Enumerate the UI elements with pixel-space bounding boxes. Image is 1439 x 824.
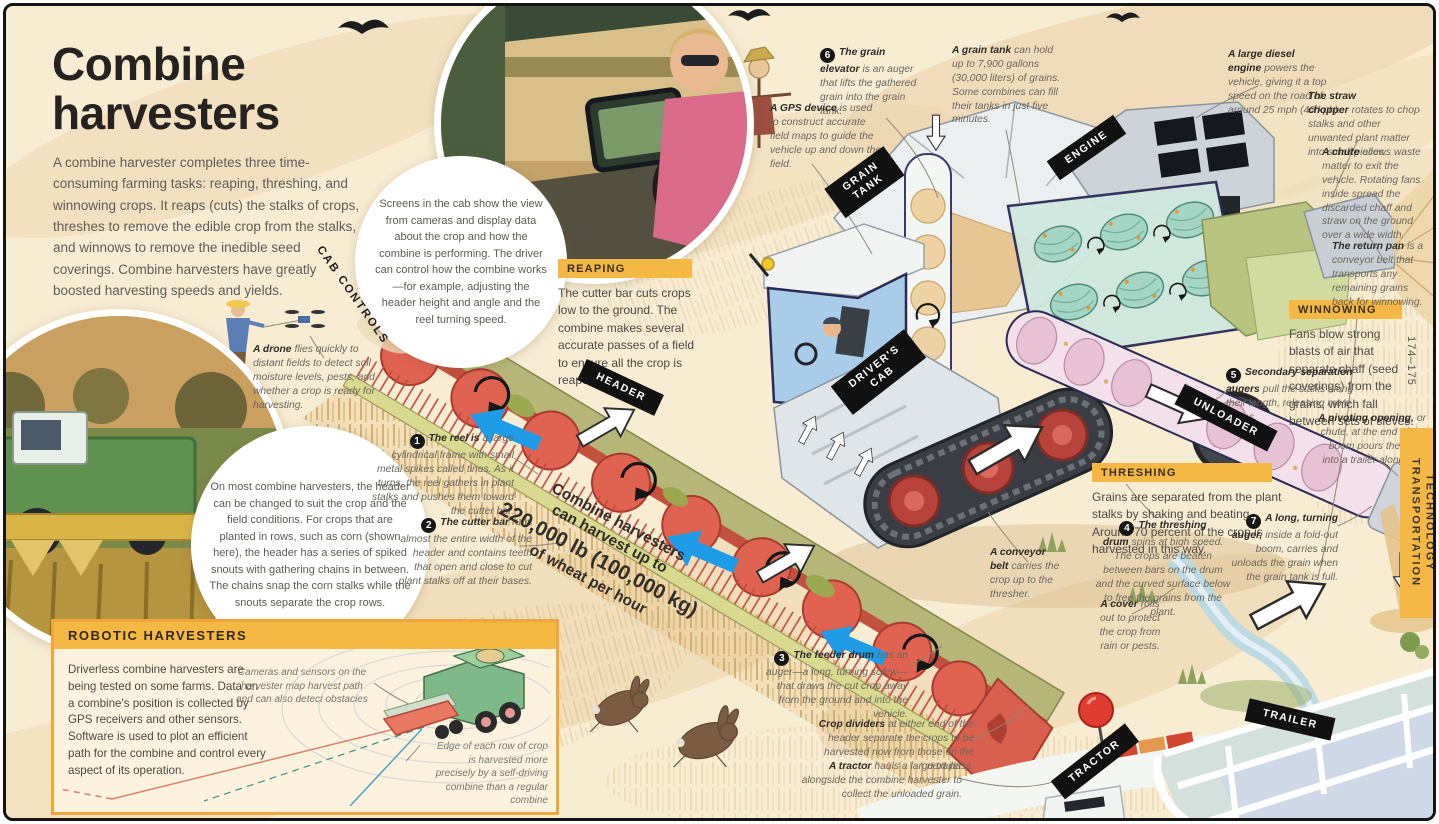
- section-tab: TRANSPORTATION TECHNOLOGY: [1400, 428, 1436, 618]
- robotic-harvesters-box: ROBOTIC HARVESTERS Driverless combine ha…: [51, 619, 559, 815]
- callout-lead: The threshing drum: [1102, 520, 1207, 549]
- section-threshing: THRESHING Grains are separated from the …: [1092, 463, 1284, 559]
- section-threshing-title: THRESHING: [1092, 463, 1272, 482]
- callout-text: runs almost the entire width of the head…: [398, 517, 532, 587]
- callout-lead: A large diesel engine: [1228, 49, 1295, 74]
- robotic-caption-edge: Edge of each row of crop is harvested mo…: [435, 741, 548, 806]
- robotic-title: ROBOTIC HARVESTERS: [54, 622, 556, 649]
- callout-lead: A conveyor belt: [990, 547, 1046, 572]
- number-badge-3: 3: [774, 651, 790, 667]
- section-tab-line1: TRANSPORTATION: [1409, 458, 1422, 588]
- cab-info-circle: Screens in the cab show the view from ca…: [355, 156, 567, 368]
- section-reaping: REAPING The cutter bar cuts crops low to…: [558, 259, 708, 389]
- callout-lead: The cutter bar: [440, 517, 509, 528]
- callout-lead: A GPS device: [770, 103, 837, 114]
- callout-lead: A tractor: [828, 761, 872, 772]
- callout-lead: A chute: [1322, 147, 1360, 158]
- uncut-crop-band: [302, 378, 1018, 812]
- robot-combine: [382, 649, 526, 739]
- cab-photo: [434, 6, 754, 284]
- callout-lead: The feeder drum: [793, 650, 875, 661]
- callout-lead: The reel is: [428, 433, 480, 444]
- callout-lead: A grain tank: [952, 45, 1012, 56]
- callout-text: can hold up to 7,900 gallons (30,000 lit…: [952, 45, 1061, 126]
- callout-text: is used to construct accurate field maps…: [770, 103, 882, 170]
- number-badge-1: 1: [409, 434, 425, 450]
- section-threshing-body: Grains are separated from the plant stal…: [1092, 490, 1282, 557]
- number-badge-5: 5: [1226, 368, 1241, 384]
- page-number: 174–175: [1405, 336, 1417, 386]
- section-reaping-body: The cutter bar cuts crops low to the gro…: [558, 286, 695, 387]
- callout-lead: A drone: [253, 344, 292, 355]
- robotic-illustration: [59, 649, 550, 806]
- stream: [1038, 532, 1429, 728]
- callout-pivoting-opening: A pivoting opening,or chute, at the end …: [1316, 412, 1426, 468]
- callout-text: powers the vehicle, giving it a top spee…: [1228, 62, 1341, 116]
- callout-text: is a conveyor belt that transports any r…: [1332, 241, 1424, 308]
- callout-text: has an auger—a long, turning screw—that …: [766, 650, 908, 720]
- callout-text: inside a fold-out boom, carries and unlo…: [1231, 530, 1338, 583]
- callout-text: hauls a large trailer alongside the comb…: [801, 761, 962, 800]
- callout-lead: The return pan: [1332, 241, 1405, 252]
- callout-text: rotates to chop stalks and other unwante…: [1308, 104, 1420, 158]
- section-winnowing-body: Fans blow strong blasts of air that sepa…: [1289, 327, 1414, 428]
- page-background: Screens in the cab show the view from ca…: [3, 3, 1436, 821]
- section-tab-line2: TECHNOLOGY: [1423, 474, 1436, 572]
- straw-chopper: [1303, 169, 1433, 327]
- callout-text: a large cylindrical frame with small met…: [372, 433, 514, 517]
- callout-text: carries the crop up to the thresher.: [990, 560, 1060, 600]
- number-badge-2: 2: [421, 518, 437, 534]
- callout-text: allows waste matter to exit the vehicle.…: [1322, 147, 1421, 242]
- callout-text: rolls out to protect the crop from rain …: [1099, 599, 1161, 652]
- callout-lead: A pivoting opening,: [1318, 413, 1414, 424]
- number-badge-7: 7: [1246, 514, 1262, 530]
- callout-text: or chute, at the end of the boom pours t…: [1320, 413, 1426, 466]
- intro-paragraph: A combine harvester completes three time…: [53, 155, 360, 298]
- section-reaping-title: REAPING: [558, 259, 692, 278]
- number-badge-4: 4: [1119, 521, 1135, 537]
- robotic-body: Driverless combine harvesters are being …: [68, 663, 266, 777]
- page-title: Combine harvesters: [52, 40, 280, 138]
- page-title-line2: harvesters: [52, 86, 280, 139]
- page-title-line1: Combine: [52, 38, 246, 90]
- section-winnowing-title: WINNOWING: [1289, 300, 1402, 319]
- section-winnowing: WINNOWING Fans blow strong blasts of air…: [1289, 300, 1417, 430]
- robotic-caption-cameras: Cameras and sensors on the harvester map…: [236, 667, 368, 705]
- cab-info-text: Screens in the cab show the view from ca…: [375, 198, 547, 326]
- callout-lead: The grain elevator: [820, 47, 886, 76]
- callout-text: spins at high speed. The crops are beate…: [1095, 537, 1231, 618]
- hares: [589, 675, 739, 768]
- callout-lead: The straw chopper: [1308, 91, 1357, 116]
- callout-lead: A cover: [1100, 599, 1138, 610]
- callout-lead: Secondary separation augers: [1226, 367, 1353, 396]
- callout-text: is an auger that lifts the gathered grai…: [820, 64, 917, 117]
- callout-lead: Crop dividers: [818, 719, 886, 730]
- callout-text: flies quickly to distant fields to detec…: [253, 344, 375, 411]
- header-reel: [342, 292, 1066, 807]
- number-badge-6: 6: [820, 48, 835, 64]
- callout-text: at either end of the header separate the…: [824, 719, 974, 772]
- callout-lead: A long, turning auger,: [1231, 513, 1338, 542]
- headers-info-text: On most combine harvesters, the header c…: [209, 481, 411, 609]
